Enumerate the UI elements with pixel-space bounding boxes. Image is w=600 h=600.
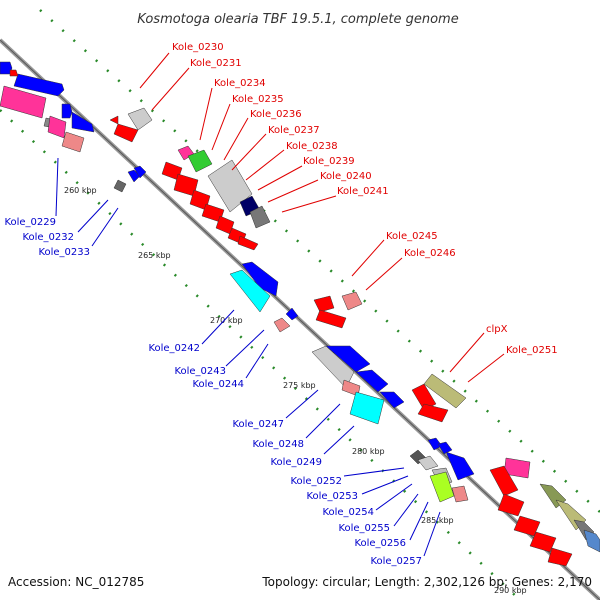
gene-shape-red xyxy=(417,403,449,423)
gene-shape-cyan xyxy=(349,391,385,425)
gene-shape-lightred xyxy=(341,291,363,311)
minus-gene-labels: Kole_0229 Kole_0232 Kole_0233 Kole_0242 … xyxy=(4,217,422,567)
gene-shape-red xyxy=(489,465,519,497)
gene-shape-red xyxy=(497,493,525,517)
gene-shape-pink xyxy=(47,115,67,139)
gene-label[interactable]: Kole_0252 xyxy=(290,476,342,487)
gene-shape-blue xyxy=(325,345,371,373)
plus-callouts xyxy=(139,52,505,383)
topology-text: Topology: circular; Length: 2,302,126 bp… xyxy=(261,575,592,589)
gene-label[interactable]: Kole_0232 xyxy=(22,232,74,243)
gene-shape-red xyxy=(313,295,335,313)
inner-tick-track xyxy=(0,109,521,600)
gene-shape-blue xyxy=(379,391,405,409)
gene-shape-red xyxy=(529,531,557,553)
gene-shape-grey xyxy=(113,179,127,193)
gene-shape-grey xyxy=(417,455,439,471)
gene-shape-blue xyxy=(133,165,147,179)
gene-shape-blue xyxy=(13,73,65,97)
gene-label[interactable]: Kole_0244 xyxy=(192,379,244,390)
gene-shape-blue xyxy=(285,307,299,321)
gene-shape-red xyxy=(113,123,139,143)
gene-shape-blue xyxy=(583,529,600,553)
gene-label[interactable]: Kole_0231 xyxy=(190,58,242,69)
map-title: Kosmotoga olearia TBF 19.5.1, complete g… xyxy=(137,12,458,27)
gene-label[interactable]: Kole_0238 xyxy=(286,141,338,152)
gene-label[interactable]: Kole_0239 xyxy=(303,156,355,167)
outer-tick-track xyxy=(39,9,600,513)
gene-label[interactable]: Kole_0229 xyxy=(4,217,56,228)
gene-label[interactable]: Kole_0254 xyxy=(322,507,374,518)
gene-shape-red xyxy=(513,515,541,537)
gene-shape-red xyxy=(547,547,573,567)
gene-shape-blue xyxy=(437,441,453,455)
gene-shape-pink xyxy=(0,85,47,119)
gene-label[interactable]: Kole_0249 xyxy=(270,457,322,468)
gene-shape-lime xyxy=(429,471,455,503)
scale-label: 260 kbp xyxy=(64,186,97,195)
gene-label[interactable]: Kole_0241 xyxy=(337,186,389,197)
gene-shape-cyan xyxy=(229,269,271,313)
gene-label[interactable]: Kole_0248 xyxy=(252,439,304,450)
gene-shape-lightred xyxy=(451,485,469,503)
plus-gene-labels: Kole_0230 Kole_0231 Kole_0234 Kole_0235 … xyxy=(172,42,558,356)
gene-shape-grey xyxy=(127,107,153,131)
gene-shape-lightred xyxy=(273,317,291,333)
scale-label: 280 kbp xyxy=(352,447,385,456)
gene-label[interactable]: Kole_0243 xyxy=(174,366,226,377)
scale-label: 290 kbp xyxy=(494,586,527,595)
gene-label[interactable]: Kole_0255 xyxy=(338,523,390,534)
gene-label[interactable]: Kole_0234 xyxy=(214,78,266,89)
gene-label[interactable]: Kole_0237 xyxy=(268,125,320,136)
gene-shape-red xyxy=(315,309,347,329)
gene-shape-blue xyxy=(355,369,389,393)
gene-shape-blue xyxy=(445,451,475,481)
gene-shape-grey xyxy=(207,159,253,213)
gene-shape-green xyxy=(187,149,213,173)
gene-shape-olive xyxy=(423,373,467,409)
scale-label: 265 kbp xyxy=(138,251,171,260)
gene-shape-grey xyxy=(311,345,355,389)
gene-shape-red xyxy=(109,115,119,125)
gene-label[interactable]: Kole_0246 xyxy=(404,248,456,259)
scale-labels: 260 kbp 265 kbp 270 kbp 275 kbp 280 kbp … xyxy=(64,186,527,595)
gene-shape-blue xyxy=(71,111,95,133)
gene-label[interactable]: Kole_0247 xyxy=(232,419,284,430)
gene-label[interactable]: Kole_0251 xyxy=(506,345,558,356)
gene-label[interactable]: Kole_0242 xyxy=(148,343,200,354)
scale-label: 275 kbp xyxy=(283,381,316,390)
gene-shape-red xyxy=(9,69,19,77)
scale-label: 270 kbp xyxy=(210,316,243,325)
gene-shape-red xyxy=(411,383,437,411)
gene-label[interactable]: Kole_0235 xyxy=(232,94,284,105)
gene-label[interactable]: clpX xyxy=(486,324,508,335)
gene-label[interactable]: Kole_0240 xyxy=(320,171,372,182)
gene-shape-red xyxy=(237,235,259,251)
gene-label[interactable]: Kole_0257 xyxy=(370,556,422,567)
gene-label[interactable]: Kole_0253 xyxy=(306,491,358,502)
gene-shape-grey xyxy=(249,205,271,229)
gene-features xyxy=(0,61,600,567)
gene-label[interactable]: Kole_0245 xyxy=(386,231,438,242)
accession-text: Accession: NC_012785 xyxy=(8,575,144,589)
gene-label[interactable]: Kole_0236 xyxy=(250,109,302,120)
gene-label[interactable]: Kole_0230 xyxy=(172,42,224,53)
gene-shape-blue xyxy=(61,103,73,119)
minus-callouts xyxy=(55,157,441,557)
gene-shape-lightred xyxy=(61,131,85,153)
gene-label[interactable]: Kole_0233 xyxy=(38,247,90,258)
gene-label[interactable]: Kole_0256 xyxy=(354,538,406,549)
